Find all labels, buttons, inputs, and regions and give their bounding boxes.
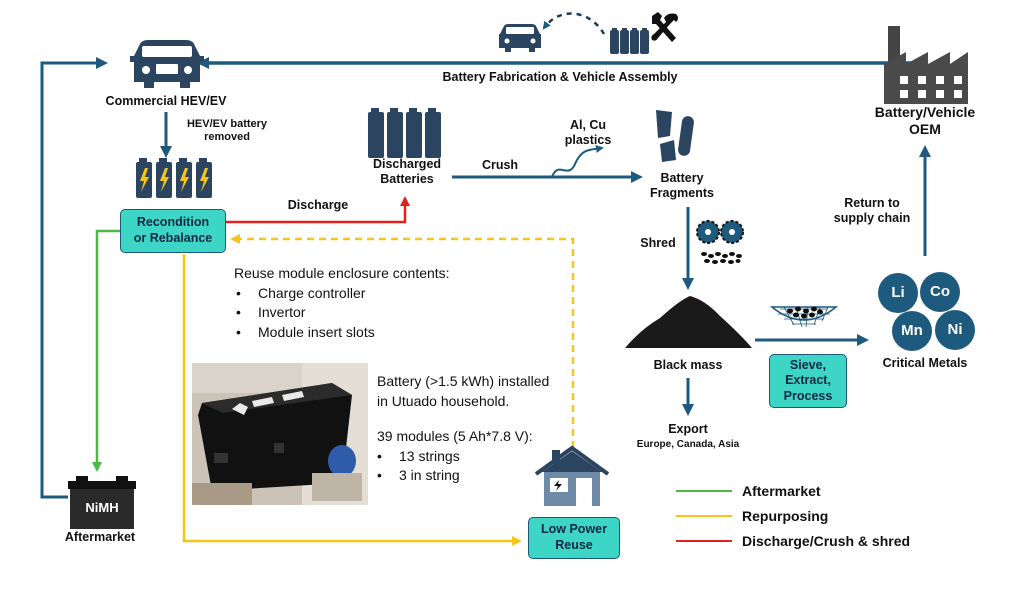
label-nimh: NiMH xyxy=(85,500,119,515)
battery-info-item: 3 in string xyxy=(377,466,549,486)
arrow-aftermarket-to-ev xyxy=(40,57,108,499)
battery-installed-text: Battery (>1.5 kWh) installed in Utuado h… xyxy=(377,373,550,409)
label-export: Export xyxy=(668,422,708,436)
label-critical-metals: Critical Metals xyxy=(882,356,968,370)
legend-swatch xyxy=(676,515,732,517)
label-aftermarket: Aftermarket xyxy=(64,530,136,544)
factory-icon xyxy=(884,26,968,104)
legend-label: Repurposing xyxy=(742,508,829,524)
metal-ni-circle xyxy=(935,310,975,350)
label-discharge: Discharge xyxy=(287,198,349,212)
legend-label: Aftermarket xyxy=(742,483,821,499)
metal-li-label: Li xyxy=(891,284,905,301)
legend-item-discharge: Discharge/Crush & shred xyxy=(676,533,910,549)
nimh-battery-icon xyxy=(68,476,136,529)
sieve-box: Sieve, Extract, Process xyxy=(769,354,847,408)
battery-fragments-icon xyxy=(656,110,694,162)
legend-label: Discharge/Crush & shred xyxy=(742,533,911,549)
legend-item-aftermarket: Aftermarket xyxy=(676,483,821,499)
label-battery-removed: HEV/EV battery removed xyxy=(186,118,268,144)
legend-item-repurposing: Repurposing xyxy=(676,508,828,524)
house-icon xyxy=(534,445,610,506)
arrow-repurposing-dashed xyxy=(230,234,575,448)
battery-enclosure-photo xyxy=(192,363,368,505)
sieve-icon xyxy=(769,306,839,328)
black-mass-pile xyxy=(625,296,752,348)
metal-co-label: Co xyxy=(930,283,950,300)
reuse-info-item: Invertor xyxy=(236,303,450,323)
metal-ni-label: Ni xyxy=(947,321,963,338)
battery-info-item: 13 strings xyxy=(377,447,549,467)
battery-modules-text: 39 modules (5 Ah*7.8 V): xyxy=(377,428,533,445)
battery-pack-icon-top xyxy=(610,28,649,54)
arrow-al-cu xyxy=(551,145,604,178)
label-export-regions: Europe, Canada, Asia xyxy=(636,439,740,450)
recondition-box: Recondition or Rebalance xyxy=(120,209,226,253)
discharged-batteries-icon xyxy=(368,108,441,158)
label-fabrication: Battery Fabrication & Vehicle Assembly xyxy=(442,70,678,84)
arrow-discharge-red xyxy=(226,196,410,224)
reuse-info-item: Module insert slots xyxy=(236,323,450,343)
reuse-info-heading: Reuse module enclosure contents: xyxy=(234,265,450,281)
legend-swatch xyxy=(676,540,732,542)
label-shred: Shred xyxy=(640,236,676,250)
legend-swatch xyxy=(676,490,732,492)
car-icon xyxy=(130,40,204,88)
shredder-gears-icon xyxy=(696,220,744,264)
label-crush: Crush xyxy=(481,158,519,172)
battery-info-block: Battery (>1.5 kWh) installed in Utuado h… xyxy=(377,372,549,486)
label-al-cu: Al, Cu plastics xyxy=(564,118,612,147)
reuse-info-item: Charge controller xyxy=(236,284,450,304)
metal-mn-circle xyxy=(892,311,932,351)
arrow-repurposing-solid xyxy=(182,254,522,546)
label-commercial-ev: Commercial HEV/EV xyxy=(105,94,227,108)
metal-co-circle xyxy=(920,272,960,312)
metal-li-circle xyxy=(878,273,918,313)
tools-icon xyxy=(651,12,678,42)
small-car-icon xyxy=(499,24,541,52)
metal-mn-label: Mn xyxy=(901,322,923,339)
label-oem: Battery/Vehicle OEM xyxy=(874,104,976,137)
label-return-supply: Return to supply chain xyxy=(833,196,911,225)
label-battery-fragments: Battery Fragments xyxy=(650,171,714,200)
arrow-fabrication-dashed xyxy=(542,12,606,35)
arrow-aftermarket-green xyxy=(92,229,120,472)
reuse-info-block: Reuse module enclosure contents: Charge … xyxy=(234,264,450,342)
label-discharged-batteries: Discharged Batteries xyxy=(372,157,442,186)
low-power-box: Low Power Reuse xyxy=(528,517,620,559)
label-black-mass: Black mass xyxy=(653,358,723,372)
charged-batteries-icon xyxy=(136,158,212,198)
